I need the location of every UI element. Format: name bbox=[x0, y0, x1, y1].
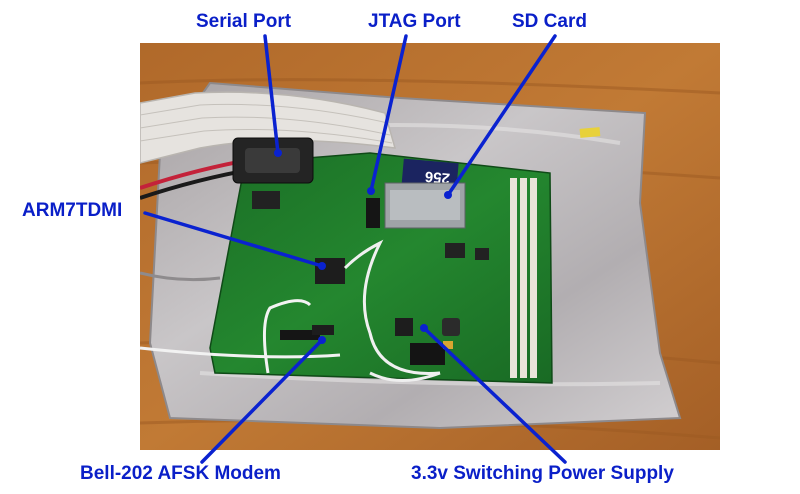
jtag-header bbox=[366, 198, 380, 228]
yellow-sticker bbox=[579, 127, 601, 138]
arm-chip bbox=[315, 258, 345, 284]
pcb bbox=[209, 152, 553, 384]
power-connector bbox=[410, 343, 445, 365]
label-afsk-modem: Bell-202 AFSK Modem bbox=[80, 463, 281, 484]
sd-capacity-text: 256 bbox=[424, 168, 450, 187]
inductor bbox=[442, 318, 460, 336]
modem-chip bbox=[312, 325, 334, 335]
label-serial-port: Serial Port bbox=[196, 11, 292, 32]
pin-header bbox=[510, 178, 537, 378]
label-sd-card: SD Card bbox=[512, 11, 587, 32]
label-arm7tdmi: ARM7TDMI bbox=[22, 200, 123, 221]
label-power-supply: 3.3v Switching Power Supply bbox=[411, 463, 674, 484]
board-photo: 256 MB bbox=[140, 43, 720, 450]
label-jtag-port: JTAG Port bbox=[368, 11, 461, 32]
